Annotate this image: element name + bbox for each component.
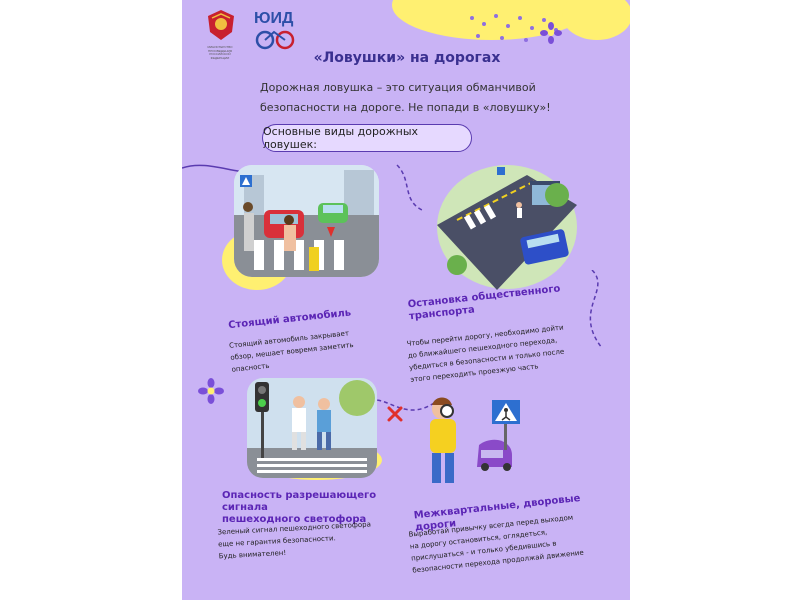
illustration-traffic-light [247,378,377,478]
dots-decoration [470,14,558,42]
intro-line-2: безопасности на дороге. Не попади в «лов… [260,101,551,114]
ministry-emblem: МИНИСТЕРСТВО ПРОСВЕЩЕНИЯ РОССИЙСКОЙ ФЕДЕ… [204,8,238,60]
intro-text: Дорожная ловушка – это ситуация обманчив… [260,78,580,118]
illustration-standing-car [234,165,379,277]
section-traffic-light-text: Зеленый сигнал пешеходного светофора еще… [217,518,389,563]
cross-mark-icon [387,406,403,422]
illustration-courtyard-roads [397,395,527,495]
ministry-emblem-icon [208,10,234,40]
flower-icon [540,22,562,44]
yuid-label: ЮИД [254,10,294,27]
section-bus-stop-text: Чтобы перейти дорогу, необходимо дойти д… [406,318,600,386]
poster: МИНИСТЕРСТВО ПРОСВЕЩЕНИЯ РОССИЙСКОЙ ФЕДЕ… [182,0,630,600]
section-standing-car-text: Стоящий автомобиль закрывает обзор, меша… [229,324,382,375]
ministry-text: МИНИСТЕРСТВО ПРОСВЕЩЕНИЯ РОССИЙСКОЙ ФЕДЕ… [207,45,233,60]
illustration-bus-stop [437,165,577,290]
types-label: Основные виды дорожных ловушек: [262,124,472,152]
yellow-blob-top-right [562,0,630,40]
section-traffic-light-title-line: пешеходного светофора [222,514,367,525]
pedestrian-crossing-sign-icon [492,400,520,450]
page-title: «Ловушки» на дорогах [313,50,501,66]
yuid-logo: ЮИД [254,10,302,56]
section-traffic-light-title: Опасность разрешающего сигнала пешеходно… [222,490,402,526]
flower-icon [198,378,224,404]
intro-line-1: Дорожная ловушка – это ситуация обманчив… [260,81,536,94]
section-traffic-light-title-line: Опасность разрешающего сигнала [222,490,377,513]
yuid-logo-icon [255,30,295,50]
squiggle-right-dashed [589,270,603,349]
